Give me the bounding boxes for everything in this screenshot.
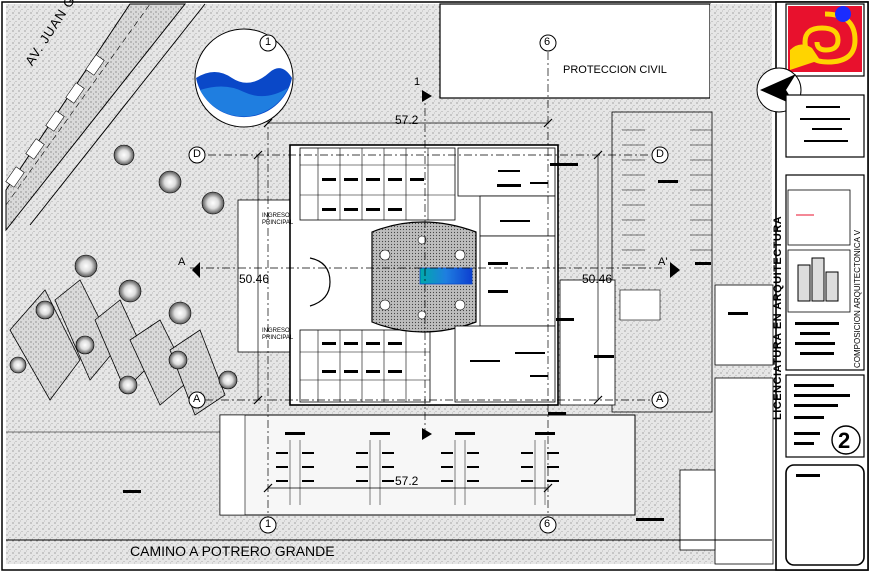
dimension-depth-left: 50.46: [239, 272, 270, 286]
grid-axis-1-bottom: 1: [265, 518, 272, 530]
civil-protection-label: PROTECCION CIVIL: [563, 64, 667, 76]
dimension-width-top: 57.2: [395, 113, 419, 127]
title-block: [756, 1, 869, 571]
sheet-number: 2: [838, 428, 851, 453]
grid-axis-6-bottom: 6: [544, 518, 551, 530]
section-cut-a-left-label: A: [178, 256, 186, 268]
dimension-width-bottom: 57.2: [395, 474, 419, 488]
grid-axis-1-top: 1: [265, 36, 272, 48]
grid-axis-d-right: D: [656, 148, 664, 160]
main-entrance-top-label: INGRESO PRINCIPAL: [262, 213, 294, 226]
water-symbol: [194, 28, 294, 128]
grid-axis-d-left: D: [193, 148, 201, 160]
grid-axis-6-top: 6: [544, 36, 551, 48]
course-title: COMPOSICION ARQUITECTONICA V: [853, 229, 862, 368]
section-cut-a-right-label: A': [658, 256, 668, 268]
grid-axis-a-right: A: [656, 393, 664, 405]
grid-axis-a-left: A: [193, 393, 201, 405]
dimension-depth-right: 50.46: [582, 272, 613, 286]
main-entrance-bottom-label: INGRESO PRINCIPAL: [262, 328, 294, 341]
road-name: CAMINO A POTRERO GRANDE: [130, 543, 335, 559]
section-cut-1-label: 1: [414, 76, 421, 88]
program-title: LICENCIATURA EN ARQUITECTURA: [772, 215, 784, 420]
